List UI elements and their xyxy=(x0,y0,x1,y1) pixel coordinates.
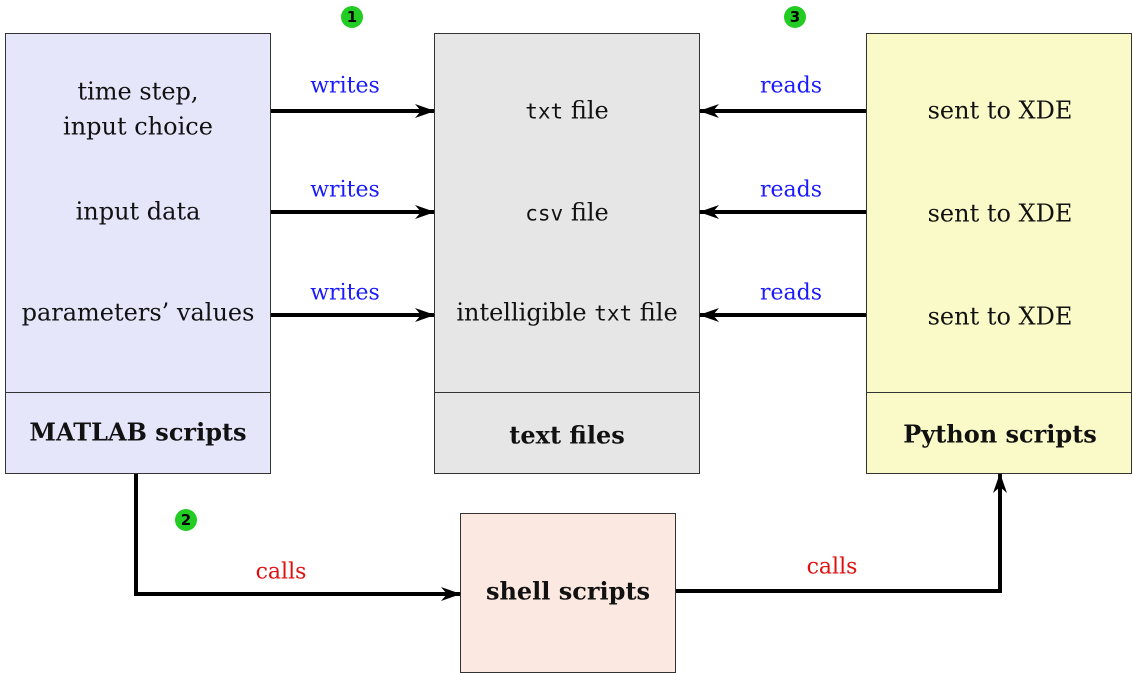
step-1-badge: 1 xyxy=(341,6,363,28)
matlab-item-input-choice: input choice xyxy=(63,112,213,141)
python-scripts-box xyxy=(866,33,1132,474)
text-files-box xyxy=(434,33,700,474)
writes-label-1: writes xyxy=(310,73,380,99)
text-files-title: text files xyxy=(509,420,625,450)
calls-label-2: calls xyxy=(806,554,858,580)
textfile-item-intelligible-pre: intelligible xyxy=(456,298,595,327)
textfile-item-txt-rest: file xyxy=(563,96,609,125)
calls-arrow-shell-to-python xyxy=(676,473,1007,593)
reads-label-3: reads xyxy=(759,280,823,306)
reads-label-2: reads xyxy=(759,177,823,203)
textfile-item-txt-ext: txt xyxy=(525,99,564,124)
python-item-1: sent to XDE xyxy=(927,96,1073,125)
matlab-scripts-title: MATLAB scripts xyxy=(29,417,247,447)
textfile-item-txt: txt file xyxy=(525,97,608,126)
shell-scripts-title: shell scripts xyxy=(485,576,651,606)
writes-label-3: writes xyxy=(310,280,380,306)
python-divider xyxy=(867,392,1131,393)
shell-scripts-box xyxy=(460,513,676,673)
matlab-item-input-data: input data xyxy=(75,197,201,226)
textfile-item-csv-rest: file xyxy=(563,198,609,227)
writes-label-2: writes xyxy=(310,177,380,203)
calls-label-1: calls xyxy=(255,559,307,585)
textfile-item-csv-ext: csv xyxy=(525,201,564,226)
python-scripts-title: Python scripts xyxy=(903,419,1097,449)
matlab-scripts-box xyxy=(5,33,271,474)
text-files-divider xyxy=(435,392,699,393)
textfile-item-csv: csv file xyxy=(525,199,608,228)
calls-arrow-matlab-to-shell xyxy=(134,474,461,601)
textfile-item-intelligible-rest: file xyxy=(632,298,678,327)
reads-label-1: reads xyxy=(759,73,823,99)
matlab-item-time-step: time step, xyxy=(77,77,199,106)
matlab-item-parameters: parameters’ values xyxy=(21,298,255,327)
step-2-badge: 2 xyxy=(175,509,197,531)
textfile-item-intelligible-ext: txt xyxy=(594,301,633,326)
python-item-2: sent to XDE xyxy=(927,199,1073,228)
textfile-item-intelligible: intelligible txt file xyxy=(456,299,677,328)
matlab-divider xyxy=(6,392,270,393)
step-3-badge: 3 xyxy=(784,6,806,28)
python-item-3: sent to XDE xyxy=(927,302,1073,331)
